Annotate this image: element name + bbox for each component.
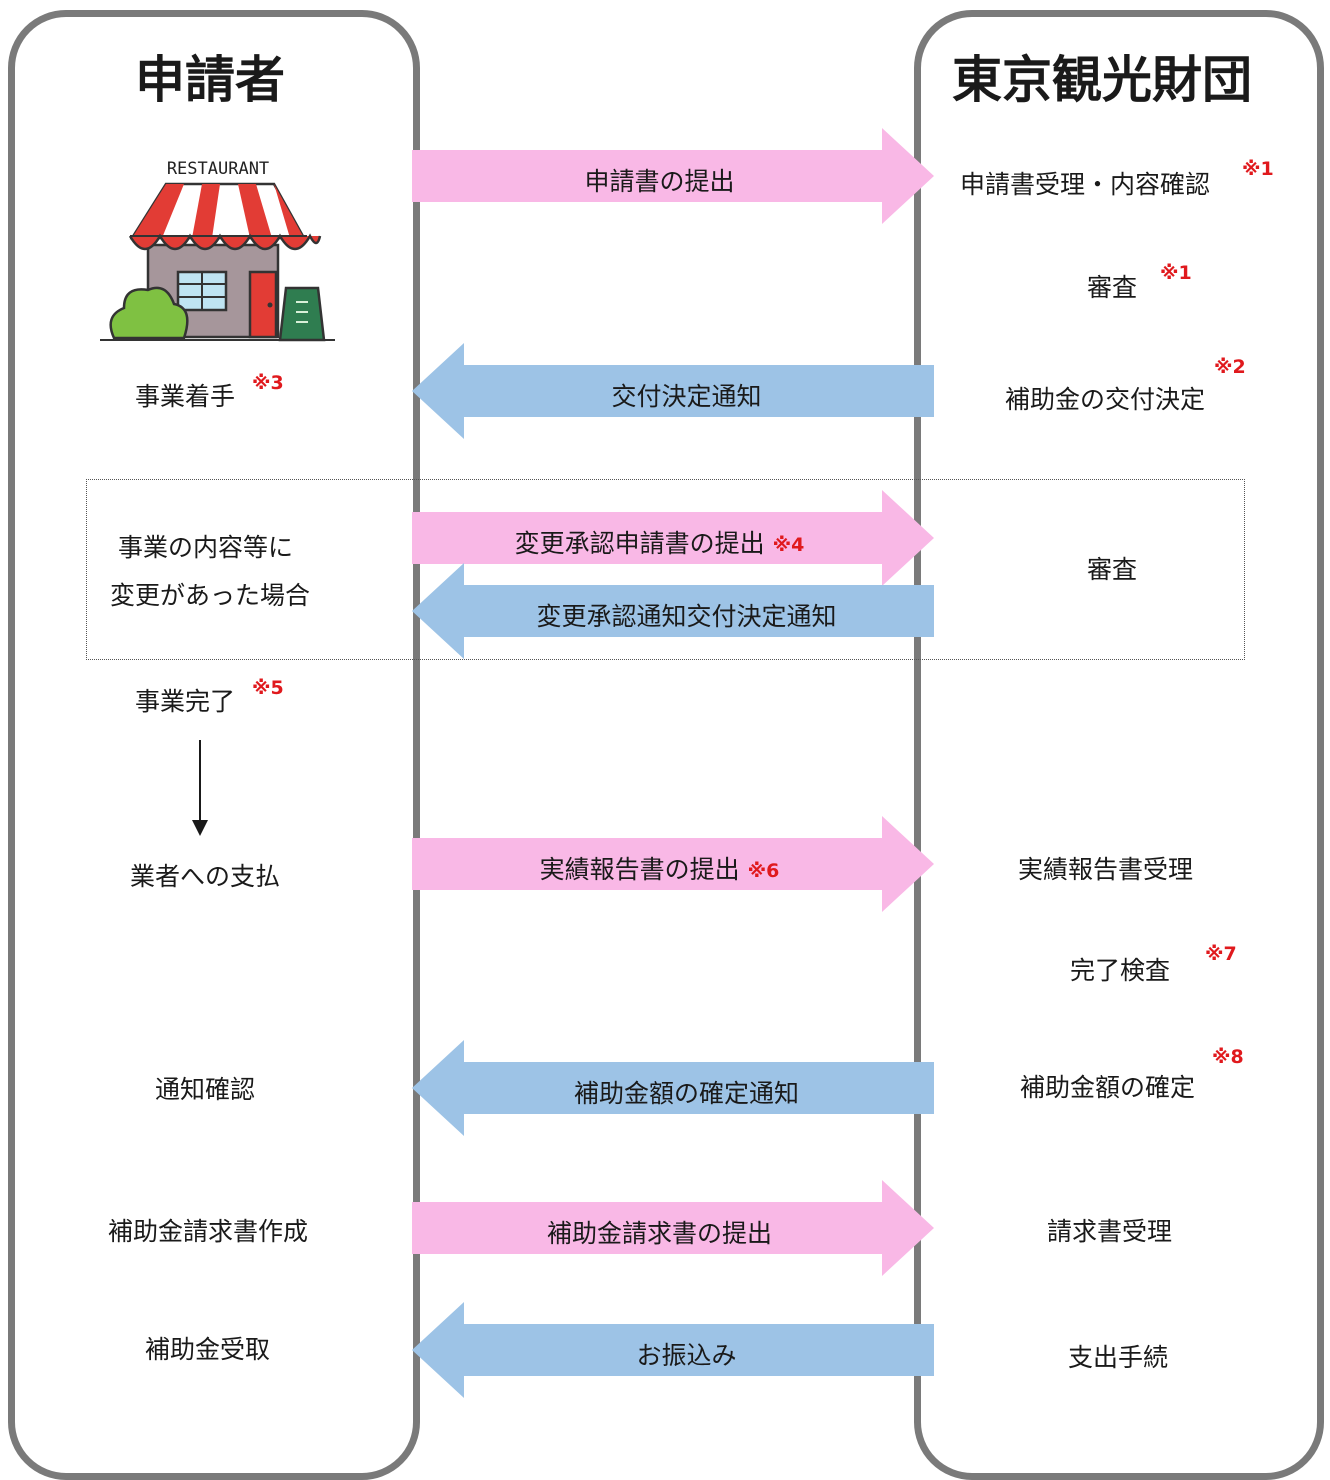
step-notice-check: 通知確認 <box>155 1075 256 1104</box>
arrow-left-shape <box>412 1302 934 1398</box>
note-1b: ※1 <box>1160 262 1192 284</box>
step-report-receipt: 実績報告書受理 <box>1018 855 1194 884</box>
arrow-label-amount-notice: 補助金額の確定通知 <box>573 1079 799 1108</box>
step-business-start: 事業着手 <box>135 382 236 411</box>
arrow-label-change-submit: 変更承認申請書の提出※4 <box>514 529 805 558</box>
arrow-invoice-submit: 補助金請求書の提出 <box>412 1180 934 1276</box>
arrow-right-shape <box>412 128 934 224</box>
foundation-lane-title: 東京観光財団 <box>952 51 1252 109</box>
arrow-decision-notice: 交付決定通知 <box>412 343 934 439</box>
arrow-left-shape <box>412 343 934 439</box>
note-4: ※4 <box>772 534 805 556</box>
step-payout: 支出手続 <box>1068 1343 1169 1372</box>
note-2: ※2 <box>1214 356 1246 378</box>
step-business-complete: 事業完了 <box>135 687 236 716</box>
step-change-line2: 変更があった場合 <box>110 581 311 610</box>
arrow-change-submit: 変更承認申請書の提出※4 <box>412 490 934 586</box>
arrow-left-shape <box>412 1040 934 1136</box>
foundation-lane <box>914 10 1324 1480</box>
step-amount-fix: 補助金額の確定 <box>1020 1073 1196 1102</box>
flow-down-arrow <box>192 740 208 836</box>
arrow-right-shape <box>412 816 934 912</box>
arrow-label-report-submit: 実績報告書の提出※6 <box>539 855 780 884</box>
note-5: ※5 <box>252 677 284 699</box>
restaurant-icon: RESTAURANT <box>100 159 335 342</box>
arrow-amount-notice: 補助金額の確定通知 <box>412 1040 934 1136</box>
restaurant-sign-text: RESTAURANT <box>167 159 269 179</box>
note-8: ※8 <box>1212 1046 1244 1068</box>
arrow-right-shape <box>412 490 934 586</box>
step-invoice-create: 補助金請求書作成 <box>108 1217 309 1246</box>
arrow-label-submit: 申請書の提出 <box>584 167 735 196</box>
arrow-label-transfer: お振込み <box>636 1341 737 1370</box>
step-review: 審査 <box>1087 273 1138 302</box>
arrow-right-shape <box>412 1180 934 1276</box>
arrow-transfer: お振込み <box>412 1302 934 1398</box>
applicant-lane-title: 申請者 <box>135 51 285 109</box>
note-6: ※6 <box>747 860 780 882</box>
step-grant-decision: 補助金の交付決定 <box>1005 385 1206 414</box>
note-3: ※3 <box>252 372 284 394</box>
step-change-line1: 事業の内容等に <box>118 533 294 562</box>
note-7: ※7 <box>1205 943 1237 965</box>
step-subsidy-receive: 補助金受取 <box>145 1335 271 1364</box>
arrow-label-change-notice: 変更承認通知交付決定通知 <box>536 602 837 631</box>
step-invoice-receipt: 請求書受理 <box>1047 1217 1173 1246</box>
arrow-label-invoice-submit: 補助金請求書の提出 <box>546 1219 772 1248</box>
step-change-review: 審査 <box>1087 555 1138 584</box>
arrow-report-submit: 実績報告書の提出※6 <box>412 816 934 912</box>
change-case-box <box>86 479 1245 660</box>
arrow-label-decision-notice: 交付決定通知 <box>611 382 762 411</box>
arrow-left-shape <box>412 563 934 659</box>
step-application-receipt: 申請書受理・内容確認 <box>960 170 1211 199</box>
arrow-change-notice: 変更承認通知交付決定通知 <box>412 563 934 659</box>
arrow-application-submit: 申請書の提出 <box>412 128 934 224</box>
note-1a: ※1 <box>1242 158 1274 180</box>
step-completion-inspection: 完了検査 <box>1070 956 1171 985</box>
step-vendor-payment: 業者への支払 <box>130 862 281 891</box>
